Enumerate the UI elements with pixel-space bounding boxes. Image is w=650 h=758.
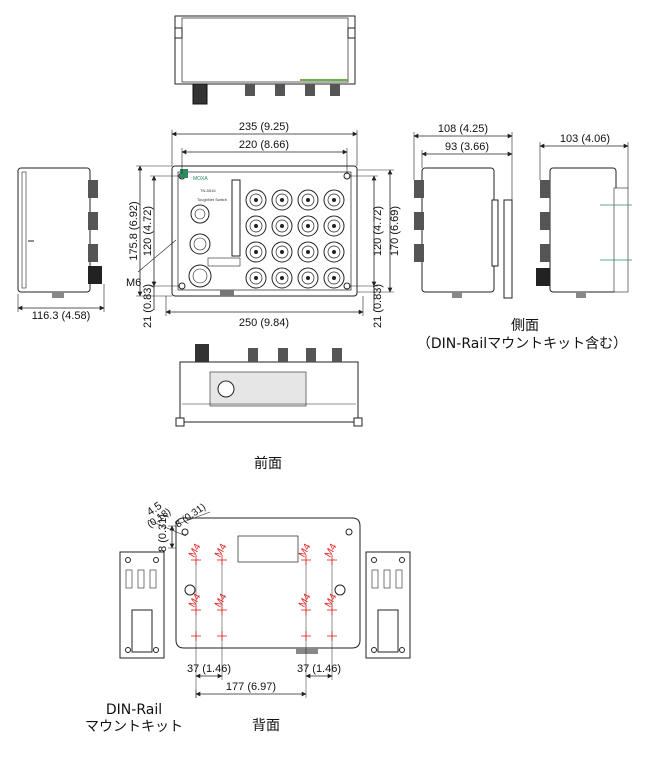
- side-caption: 側面: [511, 318, 539, 334]
- m4-hole-mark: [217, 605, 227, 615]
- m4-hole-mark: [327, 605, 337, 615]
- console-port-icon: [188, 264, 212, 288]
- m12-port-icon: [297, 267, 319, 289]
- product-label: ToughNet Switch: [197, 197, 227, 202]
- model-label: TN-5516: [200, 188, 216, 193]
- side-caption-sub: （DIN-Railマウントキット含む）: [417, 336, 627, 352]
- console-port-icon: [190, 204, 210, 224]
- screw-label-m6: M6: [126, 277, 141, 289]
- m12-port-icon: [323, 241, 345, 263]
- dim-side-width-3: 103 (4.06): [560, 133, 610, 145]
- dim-side-width-2: 93 (3.66): [445, 141, 489, 153]
- m4-hole-mark: [191, 555, 201, 565]
- bottom-view: [175, 344, 363, 427]
- dim-width-bottom: 250 (9.84): [239, 317, 289, 329]
- din-label-line-2: マウントキット: [85, 719, 183, 735]
- m4-hole-mark: [301, 631, 311, 641]
- m4-hole-mark: [327, 555, 337, 565]
- side-view-1: [413, 132, 513, 299]
- dim-height-outer-left: 175.8 (6.92): [128, 201, 140, 260]
- side-view-2: [536, 142, 632, 298]
- m4-hole-mark: [301, 555, 311, 565]
- m12-port-icon: [245, 241, 267, 263]
- m12-port-icon: [271, 189, 293, 211]
- dim-height-outer-right: 170 (6.69): [389, 206, 401, 256]
- front-console-ports: [188, 204, 212, 288]
- m12-port-icon: [271, 215, 293, 237]
- front-caption: 前面: [254, 455, 282, 472]
- m12-port-icon: [323, 267, 345, 289]
- dim-height-inner-left: 120 (4.72): [142, 206, 154, 256]
- m12-port-icon: [245, 215, 267, 237]
- din-rail-kit-left: [119, 551, 165, 659]
- dim-back-right: 37 (1.46): [297, 663, 341, 675]
- m4-hole-mark: [217, 631, 227, 641]
- m12-port-icon: [245, 189, 267, 211]
- dim-height-small-left: 21 (0.83): [142, 284, 154, 328]
- left-side-view: [17, 167, 105, 312]
- m12-port-icon: [297, 189, 319, 211]
- din-label-line-1: DIN-Rail: [106, 702, 162, 718]
- back-dimension-lines: [147, 511, 333, 698]
- m12-port-icon: [323, 189, 345, 211]
- brand-logo: MOXA: [193, 176, 208, 182]
- m12-port-icon: [323, 215, 345, 237]
- m4-hole-mark: [217, 555, 227, 565]
- dim-back-span: 177 (6.97): [226, 681, 276, 693]
- dim-side-depth: 116.3 (4.58): [32, 310, 91, 322]
- m12-port-icon: [271, 241, 293, 263]
- din-rail-kit-right: [365, 551, 411, 659]
- m4-hole-mark: [191, 605, 201, 615]
- front-dimension-lines: [136, 130, 394, 316]
- m4-mounting-holes: [191, 555, 337, 641]
- top-view: [174, 15, 356, 105]
- m4-hole-mark: [301, 605, 311, 615]
- m12-port-icon: [245, 267, 267, 289]
- m4-hole-mark: [327, 631, 337, 641]
- dim-height-small-right: 21 (0.83): [372, 284, 384, 328]
- console-port-icon: [189, 233, 211, 255]
- m4-hole-mark: [191, 631, 201, 641]
- dim-width-inner: 220 (8.66): [239, 139, 289, 151]
- dim-back-left: 37 (1.46): [187, 663, 231, 675]
- m12-port-icon: [297, 241, 319, 263]
- m12-port-icon: [297, 215, 319, 237]
- dim-side-width-1: 108 (4.25): [438, 123, 488, 135]
- front-port-grid: [245, 189, 345, 289]
- dim-width-outer: 235 (9.25): [239, 121, 289, 133]
- back-caption: 背面: [252, 718, 280, 734]
- m12-port-icon: [271, 267, 293, 289]
- dim-offset-vertical: 8 (0.31): [157, 514, 169, 552]
- dim-height-inner-right: 120 (4.72): [372, 206, 384, 256]
